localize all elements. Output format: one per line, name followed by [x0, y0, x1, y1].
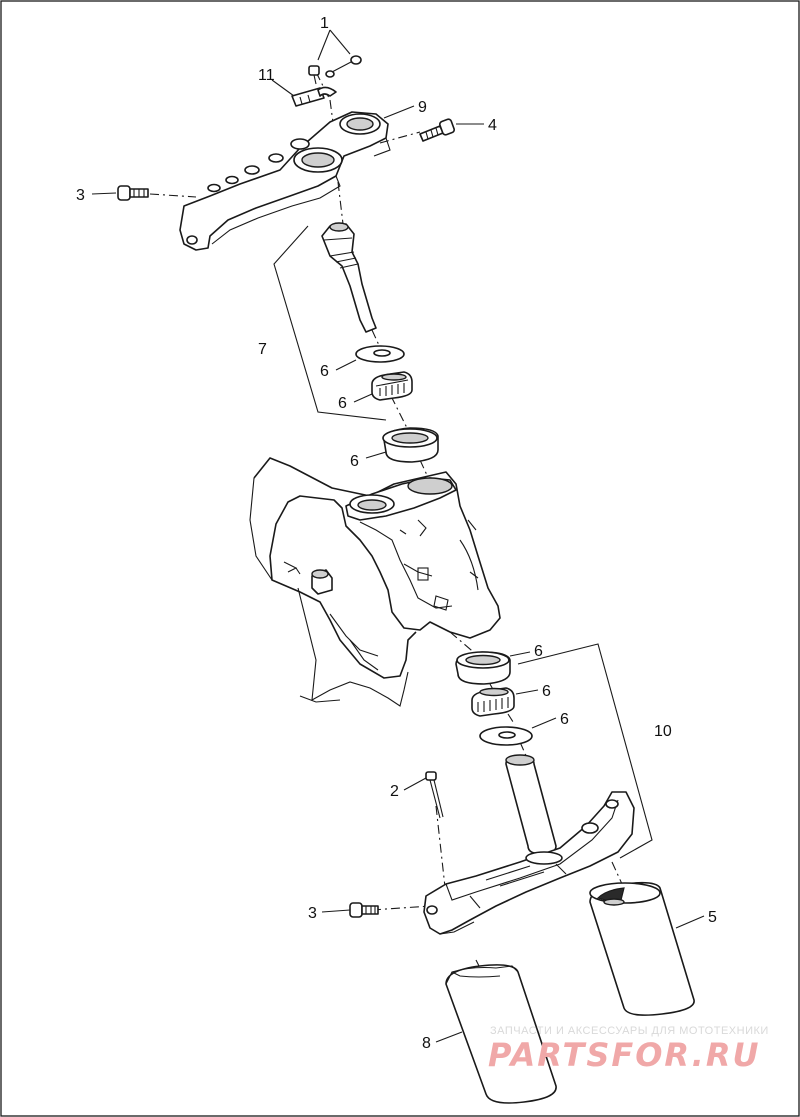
callout-10: 10 — [654, 723, 672, 740]
callout-11: 11 — [258, 67, 275, 84]
watermark-brand: PARTSFOR.RU — [488, 1036, 760, 1074]
callout-6-bearing-upper: 6 — [338, 395, 347, 412]
callout-5: 5 — [708, 909, 717, 926]
callout-6-bearing-lower: 6 — [542, 683, 551, 700]
bolt-part-3-upper — [117, 185, 149, 201]
callout-4: 4 — [488, 117, 497, 134]
screw-part-1 — [308, 55, 362, 85]
callout-6-washer-lower: 6 — [560, 711, 569, 728]
callout-6-race-lower: 6 — [534, 643, 543, 660]
washer-part-6-lower — [479, 726, 533, 746]
callout-labels: 1 11 9 4 3 7 6 6 6 6 6 6 10 2 3 5 8 — [76, 15, 717, 1052]
callout-3-upper: 3 — [76, 187, 85, 204]
steering-stem-part-7 — [321, 222, 377, 333]
callout-leaders — [91, 29, 705, 1043]
callout-9: 9 — [418, 99, 427, 116]
screw-part-2 — [425, 771, 444, 819]
washer-part-6-upper — [355, 345, 405, 363]
group-bracket-part-10 — [517, 643, 653, 859]
lower-fork-bracket-part-10 — [423, 754, 635, 935]
fork-cover-part-5 — [589, 881, 695, 1016]
bolt-part-4 — [419, 118, 455, 142]
callout-6-washer-upper: 6 — [320, 363, 329, 380]
watermark-tagline: ЗАПЧАСТИ И АКСЕССУАРЫ ДЛЯ МОТОТЕХНИКИ — [490, 1025, 769, 1037]
callout-1: 1 — [320, 15, 329, 32]
bearing-part-6-lower — [471, 687, 515, 717]
callout-2: 2 — [390, 783, 399, 800]
bolt-part-3-lower — [349, 902, 379, 918]
group-bracket-part-7 — [273, 225, 387, 421]
watermark: ЗАПЧАСТИ И АКСЕССУАРЫ ДЛЯ МОТОТЕХНИКИ PA… — [488, 1025, 769, 1074]
fork-cover-part-8 — [445, 964, 557, 1104]
frame-steering-head — [249, 457, 501, 707]
bearing-race-part-6-upper — [382, 427, 439, 463]
callout-3-lower: 3 — [308, 905, 317, 922]
upper-fork-bracket-part-9 — [179, 111, 391, 251]
bearing-part-6-upper — [371, 371, 413, 401]
cable-clamp-part-11 — [291, 86, 337, 107]
callout-6-race-upper: 6 — [350, 453, 359, 470]
bearing-race-part-6-lower — [455, 651, 511, 685]
callout-8: 8 — [422, 1035, 431, 1052]
callout-7: 7 — [258, 341, 267, 358]
